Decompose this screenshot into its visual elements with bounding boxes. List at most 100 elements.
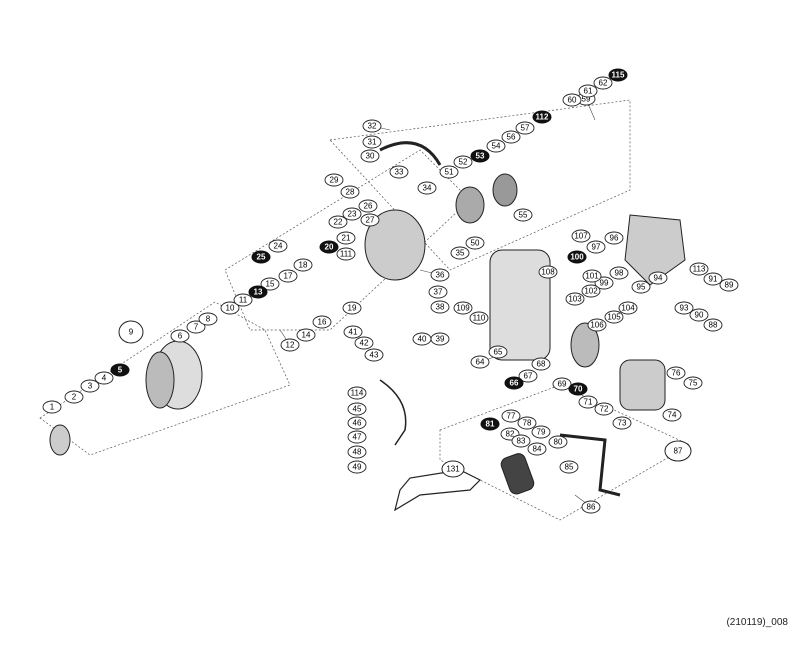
callout-number: 32	[368, 122, 377, 131]
callout-bubble	[453, 155, 473, 169]
callout-bubble	[343, 325, 363, 339]
callout-bubble	[683, 376, 703, 390]
callout-bubble	[689, 308, 709, 322]
callout-number: 82	[506, 430, 515, 439]
callout-number: 104	[621, 304, 635, 313]
callout-number: 8	[206, 315, 211, 324]
callout-45: 45	[347, 402, 367, 416]
callout-number: 14	[302, 331, 311, 340]
callout-bubble	[417, 181, 437, 195]
callout-bubble	[80, 379, 100, 393]
callout-bubble	[278, 269, 298, 283]
callout-number: 65	[494, 348, 503, 357]
callout-bubble	[347, 430, 367, 444]
callout-65: 65	[488, 345, 508, 359]
callout-number: 67	[524, 372, 533, 381]
callout-number: 79	[537, 428, 546, 437]
callout-bubble	[593, 76, 613, 90]
callout-10: 10	[220, 301, 240, 315]
callout-15: 15	[260, 277, 280, 291]
callout-number: 33	[395, 168, 404, 177]
callout-54: 54	[486, 139, 506, 153]
callout-number: 69	[558, 380, 567, 389]
callout-bubble	[347, 416, 367, 430]
handle-knob-drawing	[500, 453, 535, 495]
callout-bubble	[430, 268, 450, 282]
callout-number: 6	[178, 332, 183, 341]
callout-bubble	[552, 377, 572, 391]
callout-55: 55	[513, 208, 533, 222]
handle-group-frame	[439, 384, 691, 521]
callout-84: 84	[527, 442, 547, 456]
callout-bubble	[631, 280, 651, 294]
callout-47: 47	[347, 430, 367, 444]
callout-2: 2	[64, 390, 84, 404]
handle-drawing	[559, 433, 621, 497]
callout-bubble	[42, 400, 62, 414]
callout-number: 110	[473, 314, 486, 323]
callout-21: 21	[336, 231, 356, 245]
callout-number: 103	[568, 295, 582, 304]
group-bubble	[664, 440, 692, 462]
callout-48: 48	[347, 445, 367, 459]
callout-bubble-filled	[567, 250, 587, 264]
callout-42: 42	[354, 336, 374, 350]
callout-bubble	[362, 119, 382, 133]
callout-23: 23	[342, 207, 362, 221]
callout-number: 108	[541, 268, 555, 277]
callout-bubble	[612, 416, 632, 430]
callout-bubble	[186, 320, 206, 334]
callout-bubble	[501, 409, 521, 423]
callout-bubble	[364, 348, 384, 362]
callout-number: 40	[418, 335, 427, 344]
callout-50: 50	[465, 236, 485, 250]
callout-bubble-filled	[470, 149, 490, 163]
callout-number: 81	[486, 420, 495, 429]
callout-115-highlighted: 115	[608, 68, 628, 82]
callout-number: 89	[725, 281, 734, 290]
callout-38: 38	[430, 300, 450, 314]
callout-bubble	[360, 149, 380, 163]
callout-number: 41	[349, 328, 358, 337]
callout-number: 13	[254, 288, 263, 297]
callout-bubble-filled	[319, 240, 339, 254]
callout-number: 29	[330, 176, 339, 185]
callout-number: 102	[584, 287, 598, 296]
callouts: 1234678101112141516171819212223242627282…	[42, 68, 739, 514]
callout-number: 47	[353, 433, 362, 442]
callout-bubble	[389, 165, 409, 179]
callout-number: 99	[600, 279, 609, 288]
callout-bubble	[260, 277, 280, 291]
callout-89: 89	[719, 278, 739, 292]
callout-number: 15	[266, 280, 275, 289]
callout-109: 109	[453, 301, 473, 315]
callout-bubble	[565, 292, 585, 306]
rotor-group-frame	[224, 149, 471, 331]
callout-number: 26	[364, 202, 373, 211]
callout-91: 91	[703, 272, 723, 286]
callout-number: 100	[570, 253, 584, 262]
callout-25-highlighted: 25	[251, 250, 271, 264]
body-drawing	[489, 249, 551, 361]
callout-number: 95	[637, 283, 646, 292]
callout-number: 59	[582, 95, 591, 104]
callout-bubble	[594, 402, 614, 416]
callout-bubble	[662, 408, 682, 422]
callout-36: 36	[430, 268, 450, 282]
callout-number: 21	[342, 234, 351, 243]
callout-number: 20	[325, 243, 334, 252]
callout-bubble	[358, 199, 378, 213]
group-label-87: 87	[664, 440, 692, 462]
callout-number: 12	[286, 341, 295, 350]
callout-90: 90	[689, 308, 709, 322]
callout-number: 77	[507, 412, 516, 421]
callout-number: 46	[353, 419, 362, 428]
part-drawings	[49, 141, 686, 512]
callout-bubble	[328, 215, 348, 229]
callout-bubble	[64, 390, 84, 404]
callout-number: 7	[194, 323, 199, 332]
callout-105: 105	[604, 310, 624, 324]
callout-bubble	[531, 425, 551, 439]
callout-number: 115	[612, 71, 625, 80]
